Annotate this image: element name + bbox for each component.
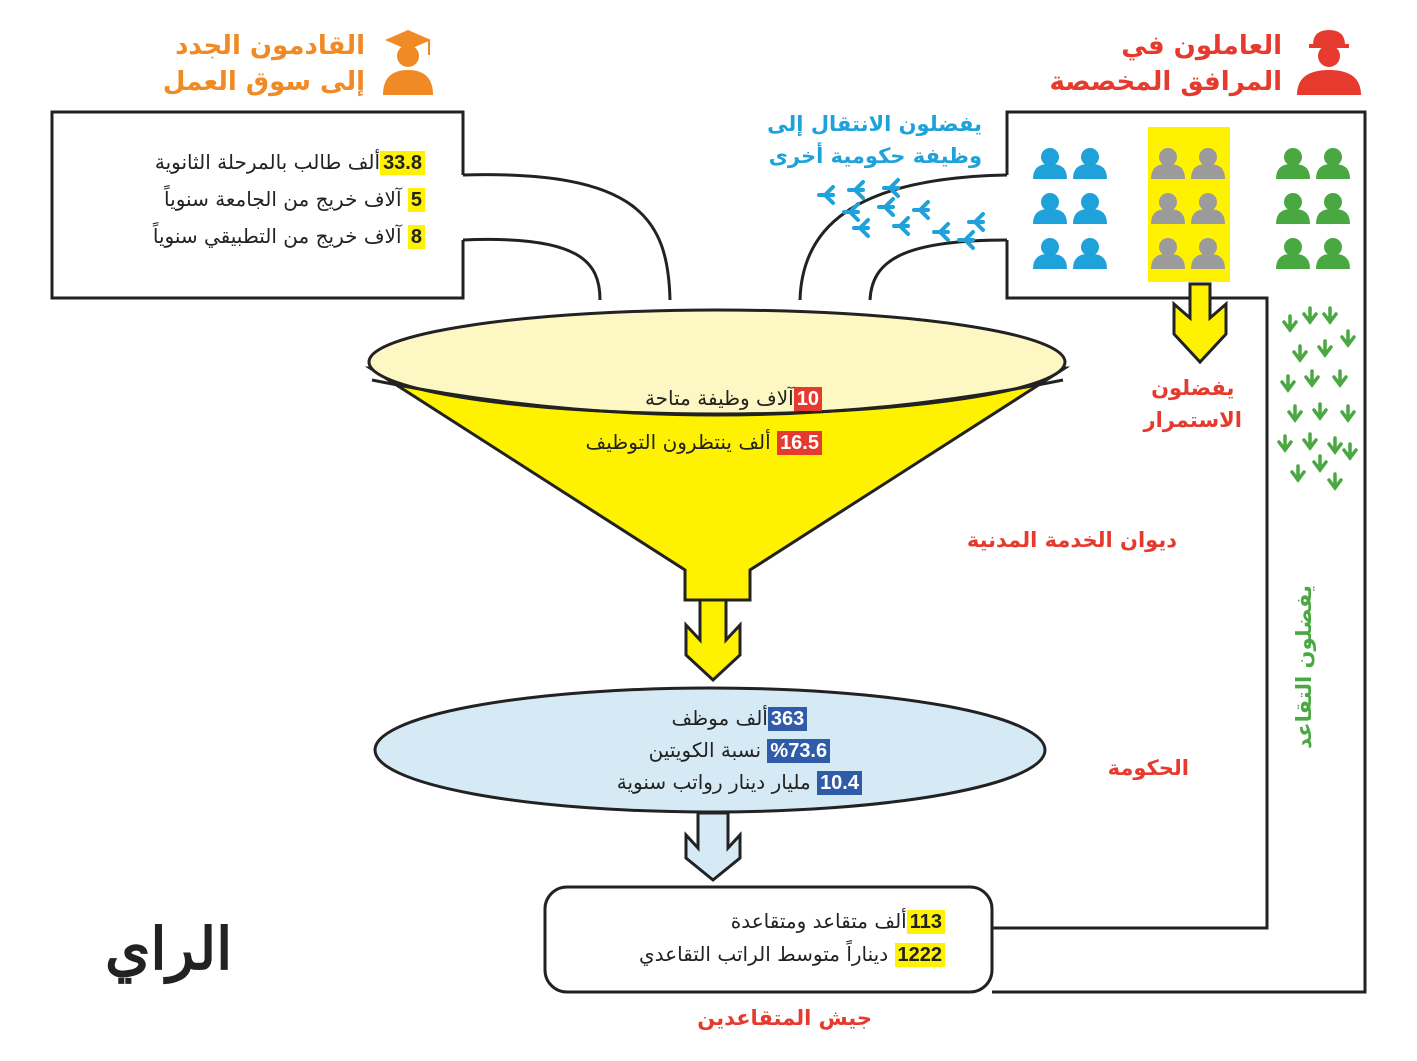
newcomers-title-line1: القادمون الجدد	[175, 31, 365, 61]
list-item: 16.5 ألف ينتظرون التوظيف	[586, 424, 822, 461]
stat-text: مليار دينار رواتب سنوية	[616, 770, 811, 794]
list-item: 1222 ديناراً متوسط الراتب التقاعدي	[639, 938, 945, 971]
stat-text: آلاف وظيفة متاحة	[644, 386, 794, 410]
stat-number: 1222	[894, 943, 945, 967]
stat-number: 363	[767, 707, 808, 731]
worker-helmet-icon	[1297, 30, 1361, 95]
stay-label-line1: يفضلون	[1151, 376, 1235, 400]
stat-text: نسبة الكويتين	[648, 738, 762, 762]
stat-number: 10.4	[817, 771, 862, 795]
stat-text: ألف متقاعد ومتقاعدة	[730, 909, 907, 933]
stay-arrow	[1172, 282, 1228, 365]
stat-number: 10	[793, 387, 822, 411]
green-people-icons	[1276, 148, 1350, 269]
stat-number: 8	[407, 225, 425, 249]
graduate-icon	[383, 30, 433, 95]
stat-text: ألف موظف	[671, 706, 768, 730]
stat-text: ألف ينتظرون التوظيف	[585, 430, 771, 454]
list-item: 5 آلاف خريج من الجامعة سنوياً	[153, 181, 425, 218]
down-arrow-yellow	[684, 598, 742, 683]
workers-title-line2: المرافق المخصصة	[1049, 67, 1282, 97]
list-item: %73.6 نسبة الكويتين	[617, 734, 862, 766]
retire-arrows	[1277, 306, 1358, 490]
newcomers-title-line2: إلى سوق العمل	[162, 67, 365, 97]
stat-number: 33.8	[380, 151, 425, 175]
transfer-label-line1: يفضلون الانتقال إلى	[767, 112, 982, 136]
stay-label-line2: الاستمرار	[1143, 408, 1243, 432]
newcomers-box	[50, 110, 672, 301]
civil-service-label: ديوان الخدمة المدنية	[966, 528, 1177, 552]
newcomers-title: القادمون الجدد إلى سوق العمل	[163, 28, 365, 100]
funnel-stats: 10آلاف وظيفة متاحة 16.5 ألف ينتظرون التو…	[586, 372, 822, 461]
list-item: 10آلاف وظيفة متاحة	[586, 372, 822, 424]
government-label: الحكومة	[1107, 756, 1189, 780]
retirees-label: جيش المتقاعدين	[697, 1006, 872, 1030]
retire-label: يفضلون التقاعد	[1291, 585, 1316, 749]
list-item: 363ألف موظف	[617, 702, 862, 734]
list-item: 113ألف متقاعد ومتقاعدة	[639, 905, 945, 938]
newcomers-list: 33.8ألف طالب بالمرحلة الثانوية 5 آلاف خر…	[153, 144, 425, 255]
down-arrow-blue	[684, 811, 742, 882]
list-item: 10.4 مليار دينار رواتب سنوية	[617, 766, 862, 798]
blue-people-icons	[1033, 148, 1107, 269]
government-stats: 363ألف موظف %73.6 نسبة الكويتين 10.4 ملي…	[617, 702, 862, 798]
retirees-stats: 113ألف متقاعد ومتقاعدة 1222 ديناراً متوس…	[639, 905, 945, 971]
transfer-label-line2: وظيفة حكومية أخرى	[768, 144, 982, 168]
alrai-logo: الراي	[105, 915, 233, 983]
stat-text: آلاف خريج من الجامعة سنوياً	[164, 187, 402, 211]
stat-number: 5	[407, 188, 425, 212]
transfer-label: يفضلون الانتقال إلى وظيفة حكومية أخرى	[767, 108, 982, 172]
stat-text: ألف طالب بالمرحلة الثانوية	[154, 150, 381, 174]
stay-label: يفضلون الاستمرار	[1144, 372, 1243, 436]
stat-text: آلاف خريج من التطبيقي سنوياً	[152, 224, 402, 248]
stat-number: 16.5	[777, 431, 822, 455]
list-item: 8 آلاف خريج من التطبيقي سنوياً	[153, 218, 425, 255]
workers-title-line1: العاملون في	[1121, 31, 1282, 61]
funnel	[364, 308, 1071, 602]
stat-number: %73.6	[767, 739, 831, 763]
list-item: 33.8ألف طالب بالمرحلة الثانوية	[153, 144, 425, 181]
stat-number: 113	[906, 910, 945, 934]
retirees-box	[543, 885, 994, 994]
workers-title: العاملون في المرافق المخصصة	[1049, 28, 1282, 100]
stat-text: ديناراً متوسط الراتب التقاعدي	[639, 942, 889, 966]
